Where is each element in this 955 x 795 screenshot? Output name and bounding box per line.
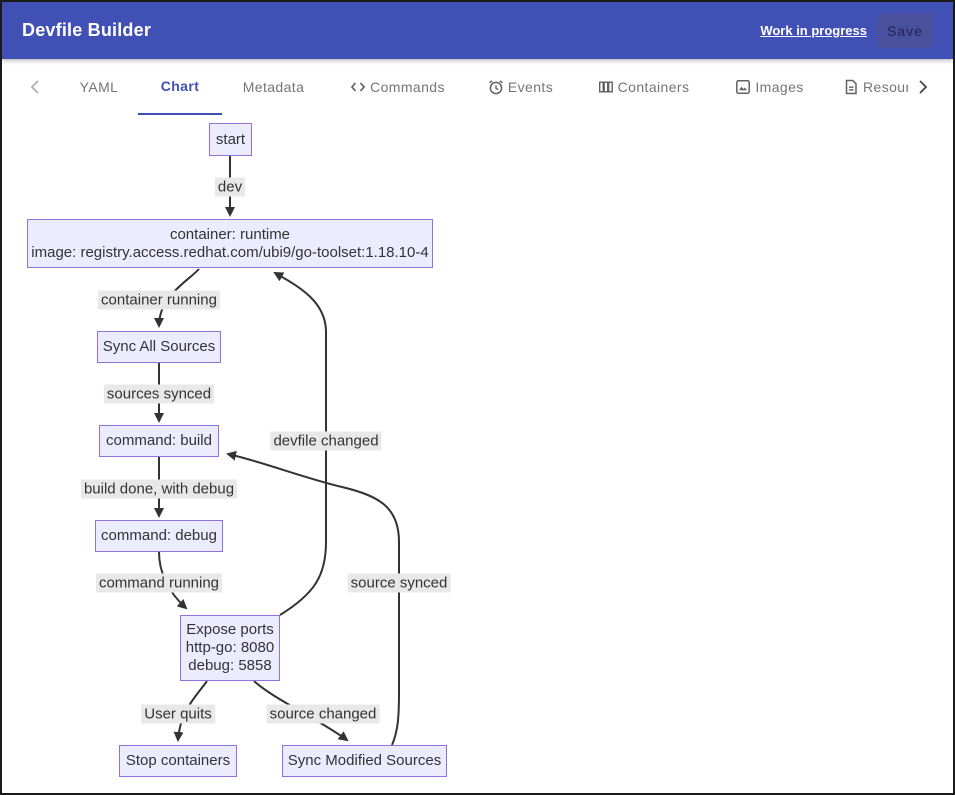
node-text-line: Stop containers	[125, 752, 231, 769]
tab-commands[interactable]: Commands	[334, 59, 460, 115]
image-icon	[736, 80, 751, 94]
chevron-right-icon	[919, 80, 928, 94]
node-text-line: start	[215, 130, 246, 148]
node-text-line: container: runtime	[169, 225, 291, 243]
edge-label: container running	[98, 290, 220, 310]
edge-expose-to-stop	[173, 680, 208, 742]
node-text-line: command: build	[106, 432, 212, 449]
node-text-line: Sync All Sources	[102, 338, 216, 355]
tab-scroll-left-button[interactable]	[26, 59, 46, 115]
tab-images[interactable]: Images	[728, 59, 810, 115]
tab-metadata[interactable]: Metadata	[226, 59, 321, 115]
edge-label: sources synced	[103, 384, 215, 404]
tab-label: YAML	[79, 79, 119, 95]
node-text-line: Sync Modified Sources	[287, 752, 442, 769]
tab-label: Metadata	[242, 79, 305, 95]
node-debug: command: debug	[95, 520, 223, 552]
alarm-icon	[489, 80, 503, 95]
tab-bar: YAML Chart Metadata Commands Events	[2, 59, 953, 115]
node-text-line: http-go: 8080	[185, 639, 275, 656]
edge-label: dev	[214, 177, 246, 197]
document-icon	[845, 79, 857, 95]
tab-label: Resources	[863, 79, 908, 95]
save-button[interactable]: Save	[877, 13, 933, 48]
tab-scroll-right-button[interactable]	[912, 59, 932, 115]
edge-label: source changed	[266, 704, 380, 724]
node-text-line: image: registry.access.redhat.com/ubi9/g…	[31, 243, 429, 261]
node-text-line: debug: 5858	[188, 657, 272, 674]
node-start: start	[209, 123, 252, 156]
edge-label: build done, with debug	[80, 479, 238, 499]
tab-label: Containers	[617, 79, 690, 95]
app-header: Devfile Builder Work in progress Save	[2, 2, 953, 59]
tab-yaml[interactable]: YAML	[63, 59, 135, 115]
columns-icon	[598, 81, 613, 93]
tab-label: Events	[507, 79, 554, 95]
node-build: command: build	[99, 425, 219, 457]
tab-events[interactable]: Events	[482, 59, 558, 115]
node-sync-mod: Sync Modified Sources	[282, 745, 447, 777]
tab-label: Chart	[160, 78, 200, 94]
work-in-progress-link[interactable]: Work in progress	[760, 23, 867, 38]
edge-label: command running	[95, 573, 223, 593]
tab-label: Images	[755, 79, 804, 95]
edge-label: User quits	[141, 704, 215, 724]
node-text-line: Expose ports	[186, 621, 274, 638]
chevron-left-icon	[30, 80, 39, 94]
node-sync-all: Sync All Sources	[97, 331, 221, 363]
tab-chart[interactable]: Chart	[138, 59, 222, 115]
page-title: Devfile Builder	[22, 20, 152, 40]
edge-label: source synced	[347, 573, 451, 593]
tab-containers[interactable]: Containers	[590, 59, 696, 115]
code-icon	[350, 82, 366, 92]
edge-sync-mod-to-build	[226, 450, 400, 746]
node-text-line: command: debug	[101, 527, 217, 544]
node-stop: Stop containers	[119, 745, 237, 777]
tab-resources[interactable]: Resources	[842, 59, 908, 115]
tab-label: Commands	[370, 79, 445, 95]
edge-label: devfile changed	[270, 431, 382, 451]
